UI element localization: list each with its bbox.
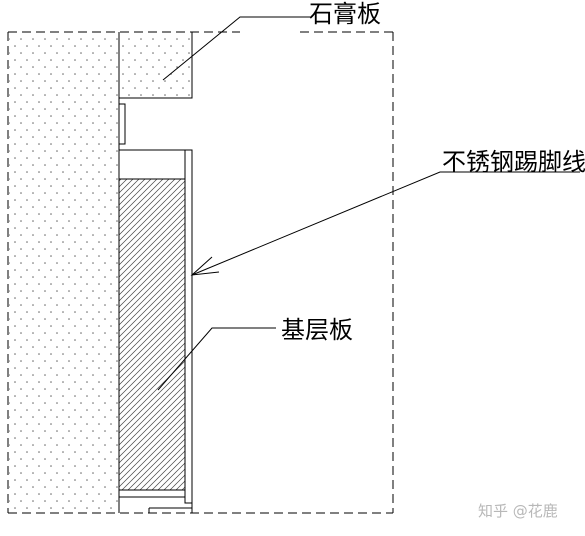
leader-gypsum	[162, 16, 310, 81]
leader-base-board	[157, 327, 276, 391]
base-board	[118, 178, 186, 491]
watermark: 知乎 @花鹿	[478, 502, 558, 520]
dashed-boundary	[7, 31, 394, 514]
label-base-board: 基层板	[281, 316, 353, 344]
label-gypsum-board: 石膏板	[309, 0, 381, 28]
label-stainless-skirting: 不锈钢踢脚线	[442, 148, 585, 176]
wall-section	[9, 32, 120, 513]
gypsum-board	[119, 32, 193, 99]
leader-skirting	[190, 171, 580, 276]
